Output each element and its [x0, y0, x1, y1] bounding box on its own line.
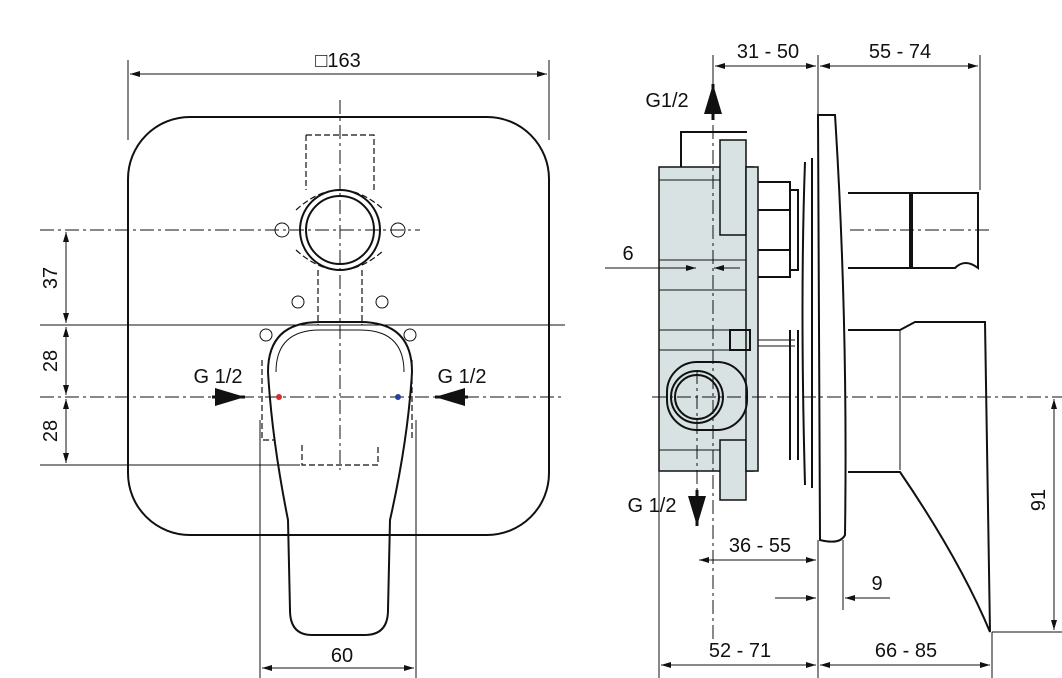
dim-36-55: 36 - 55: [729, 535, 791, 557]
inlet-right-label: G 1/2: [438, 366, 487, 388]
width-label: □163: [315, 50, 360, 72]
hot-indicator: [276, 394, 282, 400]
inlet-left-label: G 1/2: [194, 366, 243, 388]
dim-52-71: 52 - 71: [709, 640, 771, 662]
cold-indicator: [395, 394, 401, 400]
wall-seal: [801, 158, 813, 488]
dim-9: 9: [871, 573, 882, 595]
dim-60: 60: [331, 645, 353, 667]
dim-66-85: 66 - 85: [875, 640, 937, 662]
dim-31-50: 31 - 50: [737, 41, 799, 63]
dim-6: 6: [622, 243, 633, 265]
dim-91: 91: [1028, 489, 1050, 511]
side-plate: [816, 114, 847, 543]
cover-plate: [127, 116, 550, 536]
rough-in-body: [259, 134, 417, 466]
mixer-lever: [266, 321, 414, 636]
lever-side: [848, 321, 991, 633]
outlet-bottom-label: G 1/2: [628, 495, 677, 517]
dim-37: 37: [40, 267, 62, 289]
side-view: 31 - 50 55 - 74 G1/2 6 G 1/2 36 - 55 9 5…: [605, 41, 1062, 678]
front-view: □163 37 28 28 G 1/2: [40, 50, 565, 678]
dim-28-upper: 28: [40, 350, 62, 372]
dim-28-lower: 28: [40, 420, 62, 442]
dim-55-74: 55 - 74: [869, 41, 931, 63]
outlet-top-label: G1/2: [645, 90, 688, 112]
